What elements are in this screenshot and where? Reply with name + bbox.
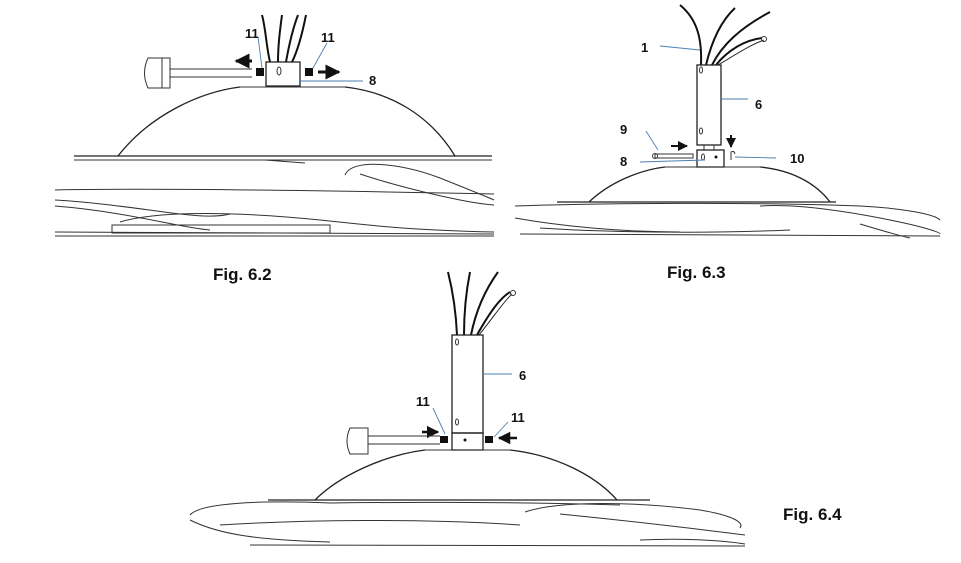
callout-9: 9	[620, 122, 627, 137]
pin	[654, 153, 694, 159]
callout-11-right: 11	[321, 30, 335, 45]
canopy-dome	[588, 166, 831, 203]
wires	[447, 271, 516, 336]
fan-blades	[54, 163, 495, 237]
mounting-bracket	[265, 61, 301, 87]
figure-caption-6-2: Fig. 6.2	[213, 265, 272, 284]
callout-11-left: 11	[245, 26, 259, 41]
figure-caption-6-4: Fig. 6.4	[783, 505, 842, 524]
mounting-bracket	[696, 149, 725, 168]
downrod	[696, 64, 722, 146]
screw-right	[305, 68, 313, 76]
screwdriver	[346, 427, 440, 455]
callout-11-left: 11	[416, 394, 430, 409]
figure-6-4-drawing: 6 11 11	[189, 271, 746, 547]
screw-left	[440, 436, 448, 443]
callout-6: 6	[519, 368, 526, 383]
screwdriver	[144, 57, 252, 89]
callout-1: 1	[641, 40, 648, 55]
fan-blades	[189, 501, 746, 547]
screw-left	[256, 68, 264, 76]
canopy-dome	[314, 449, 618, 501]
clip	[730, 150, 736, 160]
canopy-dome	[117, 86, 456, 157]
callout-8: 8	[620, 154, 627, 169]
callout-11-right: 11	[511, 410, 525, 425]
figure-6-3-drawing: 1 6 9 8 10	[514, 4, 941, 239]
wires	[261, 14, 307, 63]
screw-right	[485, 436, 493, 443]
figure-caption-6-3: Fig. 6.3	[667, 263, 726, 282]
callout-10: 10	[790, 151, 804, 166]
wires	[679, 4, 771, 66]
callout-6: 6	[755, 97, 762, 112]
figure-6-2-drawing: 11 11 8	[54, 14, 495, 237]
callout-8: 8	[369, 73, 376, 88]
fan-blades	[514, 202, 941, 239]
downrod	[451, 334, 484, 434]
mounting-bracket	[451, 432, 484, 451]
